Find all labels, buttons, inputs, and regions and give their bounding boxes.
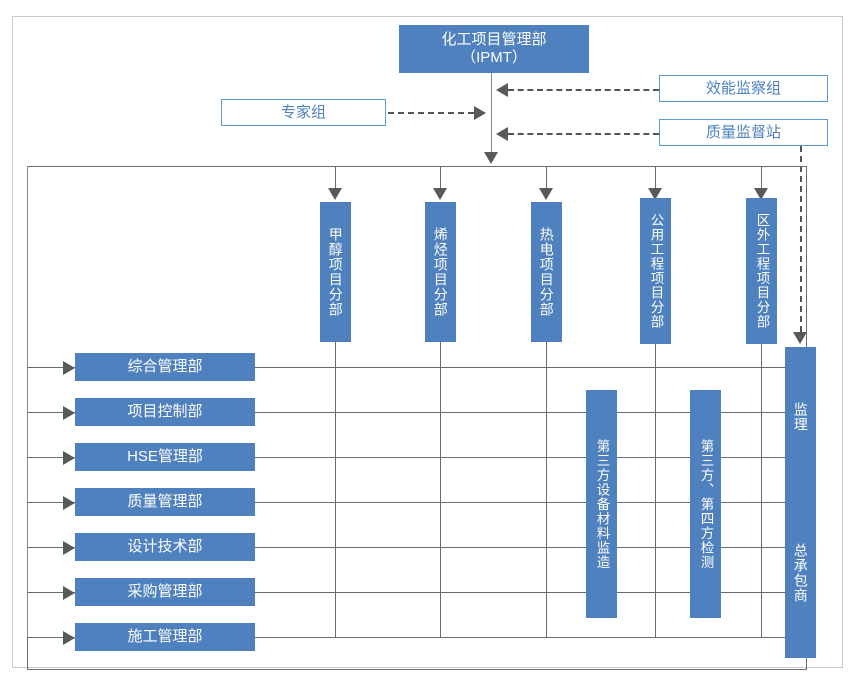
- third-party-label: 第三方、第四方检测: [698, 438, 714, 570]
- supervisor-label: 监理: [792, 402, 809, 433]
- matrix-row-line-6: [255, 592, 801, 593]
- ipmt-label-line1: 化工项目管理部: [441, 31, 547, 49]
- project-unit-label: 公用工程项目分部: [648, 213, 664, 329]
- box-ipmt[interactable]: 化工项目管理部 （IPMT）: [399, 25, 589, 73]
- project-unit-label: 区外工程项目分部: [754, 213, 770, 329]
- matrix-column-line-2: [440, 342, 441, 638]
- box-third-party-equipment-supervision[interactable]: 第三方设备材料监造: [586, 390, 617, 618]
- connector-department-6: [27, 592, 75, 593]
- ipmt-label-line2: （IPMT）: [461, 49, 527, 66]
- connector-department-7: [27, 637, 75, 638]
- trunk-ipmt-arrowhead-icon: [484, 152, 498, 164]
- connector-department-4-arrowhead-icon: [63, 496, 75, 510]
- matrix-column-line-1: [335, 342, 336, 638]
- drop-line-unit-1: [335, 166, 336, 190]
- connector-department-4: [27, 502, 75, 503]
- department-label: 设计技术部: [127, 538, 203, 556]
- box-third-fourth-party-inspection[interactable]: 第三方、第四方检测: [690, 390, 721, 618]
- connector-department-1: [27, 367, 75, 368]
- department-label: 综合管理部: [127, 358, 203, 376]
- connector-department-5-arrowhead-icon: [63, 541, 75, 555]
- box-department-quality-management[interactable]: 质量管理部: [75, 488, 255, 516]
- project-unit-label: 热电项目分部: [538, 227, 555, 317]
- box-project-unit-utility-engineering[interactable]: 公用工程项目分部: [640, 198, 671, 344]
- connector-department-3-arrowhead-icon: [63, 451, 75, 465]
- department-label: 采购管理部: [127, 583, 203, 601]
- box-department-general-management[interactable]: 综合管理部: [75, 353, 255, 381]
- connector-quality-to-trunk: [508, 133, 659, 135]
- connector-quality-to-supervisor: [800, 146, 802, 332]
- box-department-construction-management[interactable]: 施工管理部: [75, 623, 255, 651]
- department-label: 质量管理部: [127, 493, 203, 511]
- third-party-label: 第三方设备材料监造: [594, 438, 610, 570]
- box-department-procurement-management[interactable]: 采购管理部: [75, 578, 255, 606]
- connector-department-5: [27, 547, 75, 548]
- matrix-row-line-1: [255, 367, 801, 368]
- project-unit-label: 甲醇项目分部: [327, 227, 344, 317]
- connector-expert-arrowhead-icon: [474, 106, 486, 120]
- box-supervisor-and-contractor[interactable]: 监理 总承包商: [785, 347, 816, 658]
- department-label: 项目控制部: [127, 403, 203, 421]
- box-project-unit-methanol[interactable]: 甲醇项目分部: [320, 202, 351, 342]
- connector-department-7-arrowhead-icon: [63, 631, 75, 645]
- connector-department-2: [27, 412, 75, 413]
- box-project-unit-olefin[interactable]: 烯烃项目分部: [425, 202, 456, 342]
- matrix-column-line-5: [761, 344, 762, 638]
- trunk-ipmt-vertical: [491, 73, 492, 152]
- connector-efficiency-to-trunk: [508, 89, 659, 91]
- efficiency-supervision-label: 效能监察组: [705, 79, 781, 97]
- box-department-design-technology[interactable]: 设计技术部: [75, 533, 255, 561]
- box-department-project-control[interactable]: 项目控制部: [75, 398, 255, 426]
- connector-department-1-arrowhead-icon: [63, 361, 75, 375]
- quality-supervision-label: 质量监督站: [705, 123, 781, 141]
- connector-department-6-arrowhead-icon: [63, 586, 75, 600]
- connector-quality-arrowhead-icon: [496, 127, 508, 141]
- department-label: HSE管理部: [127, 448, 203, 466]
- connector-department-3: [27, 457, 75, 458]
- drop-arrowhead-unit-2-icon: [433, 188, 447, 200]
- connector-department-2-arrowhead-icon: [63, 406, 75, 420]
- expert-group-label: 专家组: [280, 103, 326, 121]
- matrix-row-line-7: [255, 637, 801, 638]
- drop-line-unit-2: [440, 166, 441, 190]
- box-project-unit-offsite-engineering[interactable]: 区外工程项目分部: [746, 198, 777, 344]
- matrix-row-line-3: [255, 457, 801, 458]
- matrix-row-line-4: [255, 502, 801, 503]
- box-project-unit-thermal-power[interactable]: 热电项目分部: [531, 202, 562, 342]
- department-label: 施工管理部: [127, 628, 203, 646]
- drop-arrowhead-unit-1-icon: [328, 188, 342, 200]
- matrix-row-line-2: [255, 412, 801, 413]
- matrix-row-line-5: [255, 547, 801, 548]
- box-department-hse[interactable]: HSE管理部: [75, 443, 255, 471]
- trunk-departments-vertical: [27, 166, 28, 638]
- drop-line-unit-3: [546, 166, 547, 190]
- box-efficiency-supervision[interactable]: 效能监察组: [659, 75, 828, 102]
- box-quality-supervision-station[interactable]: 质量监督站: [659, 119, 828, 146]
- page-border: [12, 16, 843, 668]
- matrix-column-line-3: [546, 342, 547, 638]
- box-expert-group[interactable]: 专家组: [221, 99, 386, 126]
- drop-line-unit-5: [761, 166, 762, 190]
- general-contractor-label: 总承包商: [792, 542, 809, 603]
- connector-efficiency-arrowhead-icon: [496, 83, 508, 97]
- matrix-column-line-4: [655, 344, 656, 638]
- drop-arrowhead-unit-3-icon: [539, 188, 553, 200]
- connector-quality-to-supervisor-arrowhead-icon: [793, 332, 807, 344]
- drop-arrowhead-unit-4-icon: [648, 188, 662, 200]
- connector-expert-to-trunk: [388, 112, 474, 114]
- project-unit-label: 烯烃项目分部: [432, 227, 449, 317]
- drop-line-unit-4: [655, 166, 656, 190]
- drop-arrowhead-unit-5-icon: [754, 188, 768, 200]
